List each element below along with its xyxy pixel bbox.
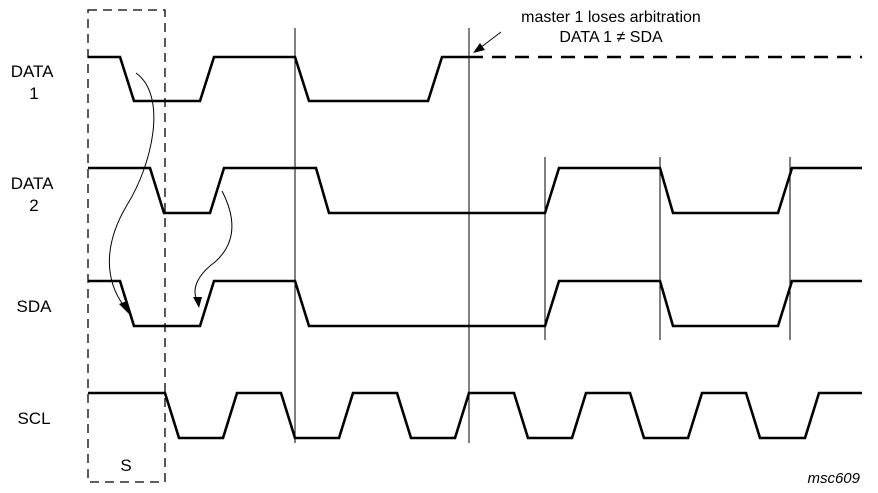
annotation-line-2: DATA 1 ≠ SDA	[559, 29, 663, 46]
data2-to-sda-arrow	[194, 190, 233, 301]
annotation-line-1: master 1 loses arbitration	[521, 9, 701, 26]
data1-label: DATA 1	[11, 62, 58, 103]
data1-to-sda-arrow	[108, 72, 155, 307]
data2-waveform	[88, 166, 862, 215]
data2-label: DATA 2	[11, 174, 58, 215]
start-condition-box	[87, 9, 166, 483]
annotation-pointer-arrowhead	[473, 43, 485, 53]
figure-code: msc609	[807, 470, 860, 487]
data1-waveform	[88, 55, 469, 103]
data1-to-sda-arrowhead	[119, 301, 129, 314]
scl-waveform	[88, 391, 862, 440]
sda-waveform	[88, 279, 862, 328]
sda-label: SDA	[17, 297, 53, 316]
start-box-label: S	[120, 456, 131, 475]
annotation-pointer	[479, 31, 502, 49]
scl-label: SCL	[17, 409, 50, 428]
data2-to-sda-arrowhead	[193, 297, 202, 308]
